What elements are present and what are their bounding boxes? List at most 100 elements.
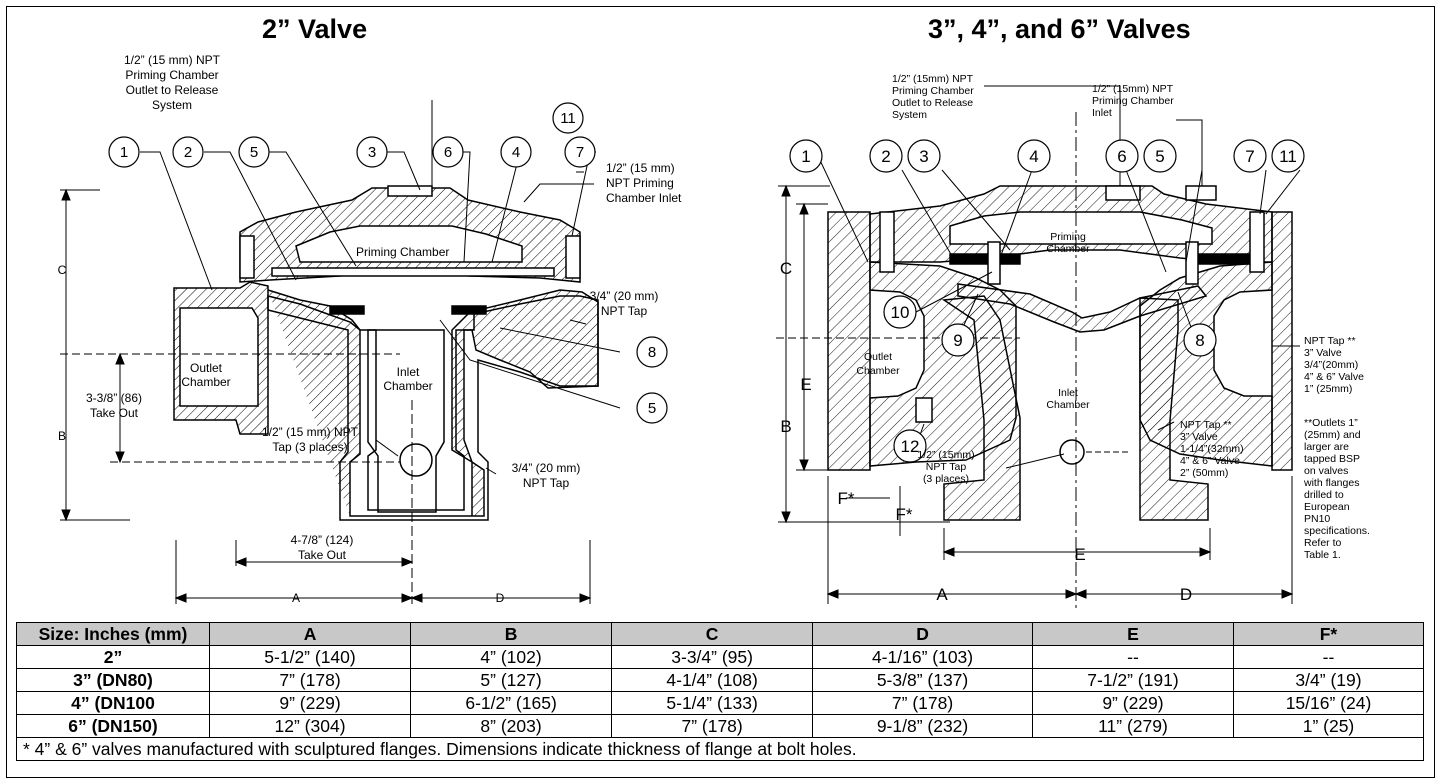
svg-text:(3 places): (3 places) [923, 473, 969, 485]
cell-f: 3/4” (19) [1232, 668, 1425, 692]
svg-text:Priming Chamber: Priming Chamber [125, 68, 218, 82]
callout-5-label: 5 [1155, 147, 1164, 166]
bsp-note: **Outlets 1” (25mm) and larger are tappe… [1303, 417, 1370, 561]
callout-1 [789, 139, 823, 173]
svg-text:3” Valve: 3” Valve [1304, 347, 1342, 359]
dim-f-bottom-label: F* [896, 505, 913, 524]
cell-e: -- [1031, 645, 1234, 669]
cell-e: 11” (279) [1031, 714, 1234, 738]
top-port [1105, 185, 1141, 201]
diaphragm-left [949, 253, 1021, 265]
dimension-lines [776, 112, 1294, 610]
svg-text:3-3/8” (86): 3-3/8” (86) [86, 391, 142, 405]
svg-text:Take Out: Take Out [298, 548, 347, 562]
svg-text:Inlet: Inlet [397, 365, 420, 379]
table-row: 3” (DN80) 7” (178) 5” (127) 4-1/4” (108)… [16, 668, 1425, 692]
svg-text:1/2” (15mm): 1/2” (15mm) [917, 449, 974, 461]
table-footnote-row: * 4” & 6” valves manufactured with sculp… [16, 737, 1424, 761]
right-bolt [565, 235, 581, 279]
callout-6-label: 6 [1117, 147, 1126, 166]
cell-size: 6” (DN150) [16, 714, 210, 738]
callout-5-top-label: 5 [250, 144, 258, 161]
inlet-right-leg [1139, 297, 1209, 521]
outlet-chamber-cavity [179, 307, 259, 407]
cell-a: 12” (304) [208, 714, 412, 738]
valve-body [827, 185, 1293, 521]
bolt-left [879, 211, 895, 273]
tap-34-bottom-label: 3/4” (20 mm) NPT Tap [512, 461, 581, 490]
cell-e: 9” (229) [1031, 691, 1234, 715]
callout-6 [1105, 139, 1139, 173]
svg-text:Inlet: Inlet [1058, 387, 1078, 399]
cell-c: 5-1/4” (133) [611, 691, 814, 715]
callout-7 [1233, 139, 1267, 173]
svg-text:Priming Chamber: Priming Chamber [1092, 95, 1174, 107]
callout-4 [500, 136, 532, 168]
dim-c-label: C [780, 259, 792, 278]
cell-c: 7” (178) [611, 714, 814, 738]
bolt-right [1249, 211, 1265, 273]
svg-text:NPT Priming: NPT Priming [606, 176, 674, 190]
svg-text:3/4” (20 mm): 3/4” (20 mm) [512, 461, 581, 475]
diaphragm [271, 267, 555, 277]
dim-f-left-label: F* [838, 489, 855, 508]
outlet-chamber-label: Outlet Chamber [181, 361, 230, 389]
outlet-chamber-label: Outlet Chamber [856, 351, 900, 377]
svg-text:Outlet: Outlet [190, 361, 223, 375]
header-f: F* [1232, 622, 1425, 646]
body-main [267, 289, 599, 517]
cell-d: 7” (178) [812, 691, 1033, 715]
dim-d-label: D [496, 591, 505, 605]
header-size: Size: Inches (mm) [16, 622, 210, 646]
dim-b-label: B [58, 429, 66, 443]
cell-f: 15/16” (24) [1232, 691, 1425, 715]
stud-right [1185, 241, 1199, 285]
npt-tap-mid-label: NPT Tap ** 3” Valve 1-1/4”(32mm) 4” & 6”… [1180, 419, 1244, 479]
svg-text:1/2” (15 mm): 1/2” (15 mm) [606, 161, 675, 175]
svg-text:Chamber: Chamber [383, 379, 432, 393]
callout-11 [552, 102, 584, 134]
inlet-left-leg [941, 295, 1021, 521]
svg-text:PN10: PN10 [1304, 513, 1330, 525]
callout-10 [883, 295, 917, 329]
callout-2 [172, 136, 204, 168]
dim-e-bottom-label: E [1074, 545, 1085, 564]
dim-a-label: A [292, 591, 300, 605]
svg-text:on valves: on valves [1304, 465, 1348, 477]
callout-8 [1183, 323, 1217, 357]
cell-size: 4” (DN100 [16, 691, 210, 715]
svg-text:Chamber: Chamber [181, 375, 230, 389]
dimension-lines [60, 188, 592, 604]
callout-12-label: 12 [901, 437, 920, 456]
dim-c-label: C [58, 263, 67, 277]
svg-text:3/4” (20 mm): 3/4” (20 mm) [590, 289, 659, 303]
header-b: B [410, 622, 613, 646]
svg-text:tapped BSP: tapped BSP [1304, 453, 1360, 465]
svg-text:NPT Tap: NPT Tap [926, 461, 967, 473]
cell-d: 5-3/8” (137) [812, 668, 1033, 692]
callout-3 [907, 139, 941, 173]
svg-text:3” Valve: 3” Valve [1180, 431, 1218, 443]
npt-tap-side-label: NPT Tap ** 3” Valve 3/4”(20mm) 4” & 6” V… [1304, 335, 1364, 395]
callout-11-label: 11 [560, 110, 576, 127]
callout-bubbles [789, 139, 1305, 463]
svg-text:Outlet: Outlet [864, 351, 892, 363]
stud-left [987, 241, 1001, 285]
svg-text:3/4”(20mm): 3/4”(20mm) [1304, 359, 1358, 371]
svg-text:Inlet: Inlet [1092, 107, 1112, 119]
figure-frame [6, 6, 1435, 778]
callout-3-label: 3 [919, 147, 928, 166]
cell-b: 8” (203) [410, 714, 613, 738]
tap-circle [1059, 439, 1085, 465]
cell-c: 4-1/4” (108) [611, 668, 814, 692]
cell-b: 5” (127) [410, 668, 613, 692]
svg-text:NPT Tap: NPT Tap [601, 304, 648, 318]
header-e: E [1031, 622, 1234, 646]
inlet-chamber-label: Inlet Chamber [383, 365, 432, 393]
svg-text:larger are: larger are [1304, 441, 1349, 453]
diaphragm-right [1191, 253, 1259, 265]
right-diagram-title: 3”, 4”, and 6” Valves [928, 14, 1191, 44]
callout-1-label: 1 [801, 147, 810, 166]
dimension-table: Size: Inches (mm) A B C D E F* 2” 5-1/2”… [16, 622, 1425, 761]
callout-5-top [238, 136, 270, 168]
